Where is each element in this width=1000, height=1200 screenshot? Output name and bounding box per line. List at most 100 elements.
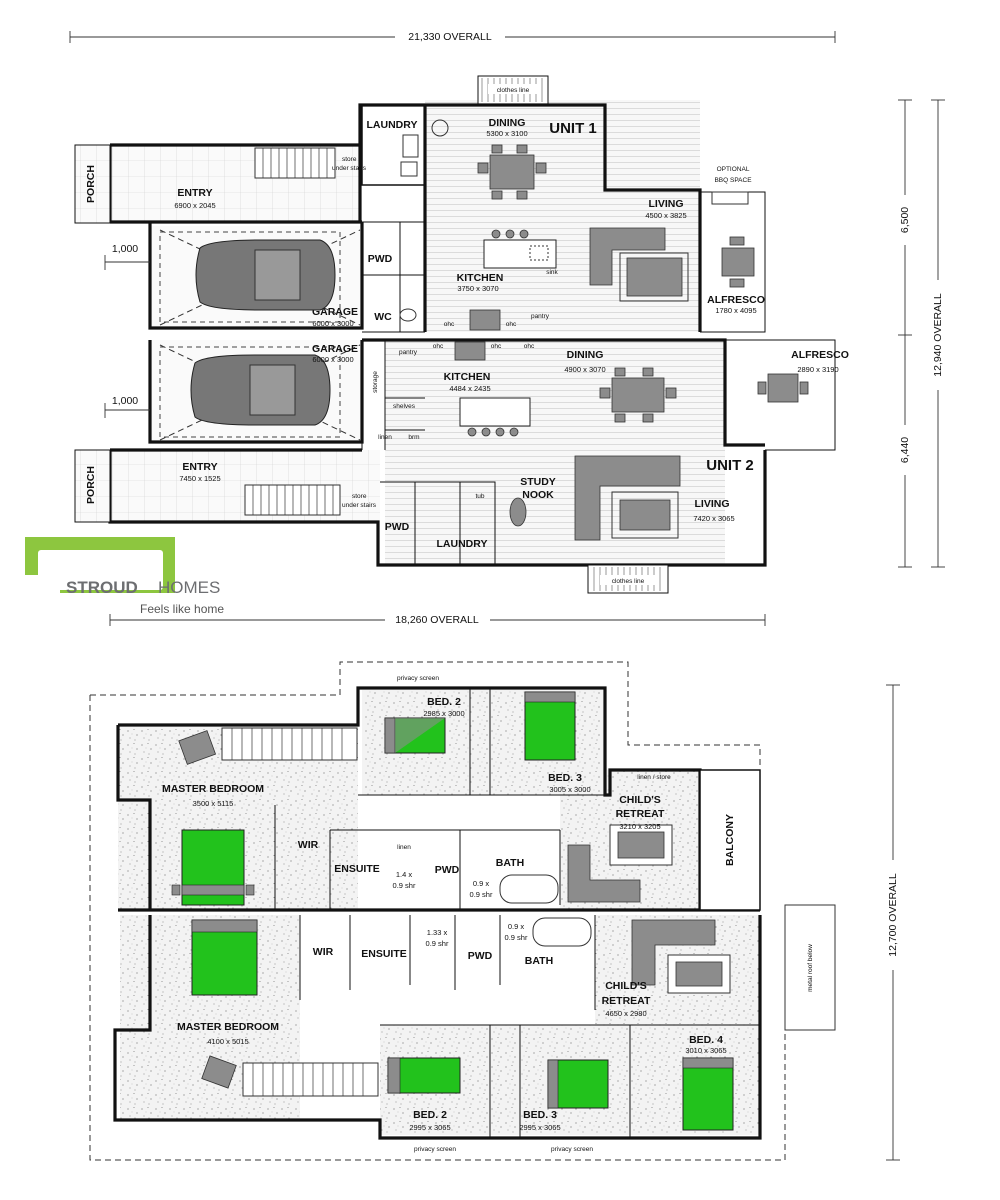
unit2-stairs: store under stairs: [244, 484, 377, 516]
svg-text:4484 x 2435: 4484 x 2435: [449, 384, 490, 393]
unit1-garage-label: GARAGE: [312, 306, 358, 318]
svg-text:RETREAT: RETREAT: [616, 808, 665, 820]
svg-text:18,260 OVERALL: 18,260 OVERALL: [395, 614, 479, 626]
svg-text:linen / store: linen / store: [637, 774, 671, 781]
unit2-sofa: [574, 455, 681, 541]
unit1-wet-area-walls: [361, 104, 426, 333]
unit1-kitchen-island: [483, 229, 557, 269]
svg-text:ohc: ohc: [491, 343, 502, 350]
upper-unit2-bed2-label: BED. 2: [413, 1109, 447, 1121]
upper-unit2-bed3: [547, 1059, 609, 1109]
svg-text:2985 x 3000: 2985 x 3000: [423, 709, 464, 718]
svg-text:2995 x 3065: 2995 x 3065: [409, 1123, 450, 1132]
upper-unit2-bed2: [387, 1057, 461, 1094]
svg-text:ohc: ohc: [524, 343, 535, 350]
svg-text:1780 x 4095: 1780 x 4095: [715, 306, 756, 315]
unit2-dining-table: [599, 367, 677, 423]
svg-text:PORCH: PORCH: [85, 466, 97, 504]
upper-unit2-bed3-label: BED. 3: [523, 1109, 557, 1121]
unit1-laundry-label: LAUNDRY: [367, 119, 418, 131]
svg-text:1,000: 1,000: [112, 395, 138, 407]
upper-unit2-bed4-label: BED. 4: [689, 1034, 723, 1046]
svg-text:clothes line: clothes line: [612, 578, 645, 585]
svg-text:1.4 x: 1.4 x: [396, 870, 413, 879]
svg-text:NOOK: NOOK: [522, 489, 554, 501]
svg-text:RETREAT: RETREAT: [602, 995, 651, 1007]
privacy-screen-bottom-a: privacy screen: [414, 1146, 456, 1153]
unit2-living-floor: [385, 340, 725, 565]
unit1-plant-icon: [431, 119, 449, 137]
svg-text:0.9 shr: 0.9 shr: [426, 939, 449, 948]
unit2-alfresco-outline: [725, 339, 836, 451]
svg-text:pantry: pantry: [531, 313, 550, 320]
svg-text:12,940 OVERALL: 12,940 OVERALL: [932, 293, 944, 377]
svg-text:store: store: [342, 156, 357, 163]
svg-text:brm: brm: [408, 434, 419, 441]
svg-text:linen: linen: [378, 434, 392, 441]
svg-text:0.9 x: 0.9 x: [473, 879, 490, 888]
upper-unit2-bed4: [682, 1057, 734, 1131]
upper-unit1-stairs: [221, 727, 358, 761]
upper-unit1-bed3-label: BED. 3: [548, 772, 582, 784]
svg-text:2995 x 3065: 2995 x 3065: [519, 1123, 560, 1132]
upper-unit1-retreat-sofa: [567, 824, 673, 903]
svg-text:2890 x 3190: 2890 x 3190: [797, 365, 838, 374]
unit1-stairs: store under stairs: [254, 147, 367, 179]
unit2-garage-label: GARAGE: [312, 343, 358, 355]
privacy-screen-top: privacy screen: [397, 675, 439, 682]
logo-tagline: Feels like home: [140, 602, 224, 616]
svg-text:7450 x 1525: 7450 x 1525: [179, 474, 220, 483]
svg-text:1,000: 1,000: [112, 243, 138, 255]
unit1-dining-label: DINING: [489, 117, 526, 129]
unit1-alfresco-table: [721, 236, 755, 288]
upper-unit1-bed2: [384, 717, 446, 754]
upper-unit2-wir-label: WIR: [313, 946, 334, 958]
upper-unit1-bed2-label: BED. 2: [427, 696, 461, 708]
svg-text:5300 x 3100: 5300 x 3100: [486, 129, 527, 138]
upper-unit1-master-bed: [171, 829, 255, 906]
upper-unit1-retreat-label: CHILD'S: [619, 794, 661, 806]
unit2-inner-walls: [361, 340, 496, 565]
overall-width-dimension: 21,330 OVERALL: [69, 29, 836, 43]
unit2-kitchen-island: [459, 397, 531, 437]
svg-text:linen: linen: [397, 844, 411, 851]
svg-text:4100 x 5015: 4100 x 5015: [207, 1037, 248, 1046]
svg-text:under stairs: under stairs: [342, 502, 377, 509]
svg-text:metal roof below: metal roof below: [807, 944, 814, 992]
svg-text:3210 x 3205: 3210 x 3205: [619, 822, 660, 831]
svg-text:0.9 shr: 0.9 shr: [393, 881, 416, 890]
upper-unit2-stairs: [242, 1062, 379, 1097]
upper-unit1-bath-label: BATH: [496, 857, 524, 869]
svg-text:tub: tub: [475, 493, 484, 500]
svg-text:1.33 x: 1.33 x: [427, 928, 448, 937]
svg-text:4500 x 3825: 4500 x 3825: [645, 211, 686, 220]
unit1-pwd-label: PWD: [368, 253, 393, 265]
unit1-dining-table: [477, 144, 547, 200]
unit1-bbq-unit: [711, 191, 749, 205]
unit1-kitchen-label: KITCHEN: [457, 272, 504, 284]
depth-dimensions: 6,500 6,440 12,940 OVERALL: [897, 99, 946, 568]
unit1-wc-label: WC: [374, 311, 392, 323]
unit2-dining-label: DINING: [567, 349, 604, 361]
svg-text:7420 x 3065: 7420 x 3065: [693, 514, 734, 523]
unit2-study-chair: [509, 497, 527, 527]
unit2-label: UNIT 2: [706, 457, 754, 474]
stroud-homes-logo: STROUD HOMES Feels like home: [25, 537, 224, 616]
svg-text:0.9 shr: 0.9 shr: [470, 890, 493, 899]
upper-roof-outline: [89, 661, 786, 1161]
upper-unit1-ensuite-label: ENSUITE: [334, 863, 380, 875]
unit2-laundry-label: LAUNDRY: [437, 538, 488, 550]
svg-text:ohc: ohc: [444, 321, 455, 328]
upper-unit2-retreat-label: CHILD'S: [605, 980, 647, 992]
unit2-clothes-line: clothes line: [587, 564, 669, 594]
upper-unit1-bed3: [524, 691, 576, 761]
upper-unit2-master-bed: [191, 919, 258, 996]
svg-text:3500 x 5115: 3500 x 5115: [193, 799, 234, 808]
unit2-alfresco-label: ALFRESCO: [791, 349, 849, 361]
upper-unit1-master-label: MASTER BEDROOM: [162, 783, 264, 795]
upper-overall-dimension: 12,700 OVERALL: [885, 684, 901, 1161]
svg-text:6000 x 3000: 6000 x 3000: [312, 319, 353, 328]
upper-unit2-retreat-sofa: [631, 919, 731, 994]
logo-word-stroud: STROUD: [66, 578, 138, 597]
